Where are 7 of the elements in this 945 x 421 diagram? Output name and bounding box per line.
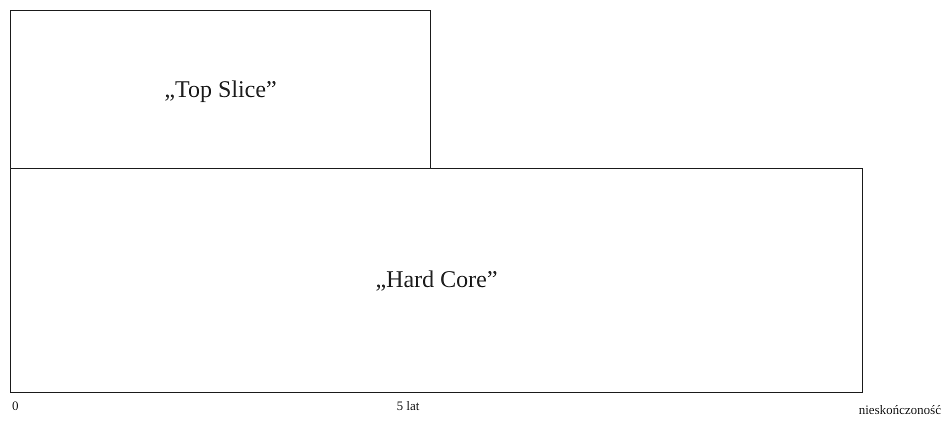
region-box [10, 10, 431, 170]
region-label: „Hard Core” [376, 267, 498, 294]
axis-label: 0 [12, 398, 18, 414]
axis-label: nieskończoność [858, 402, 941, 418]
axis-label: 5 lat [396, 398, 420, 414]
region-box [10, 168, 863, 393]
region-label: „Top Slice” [164, 76, 277, 104]
